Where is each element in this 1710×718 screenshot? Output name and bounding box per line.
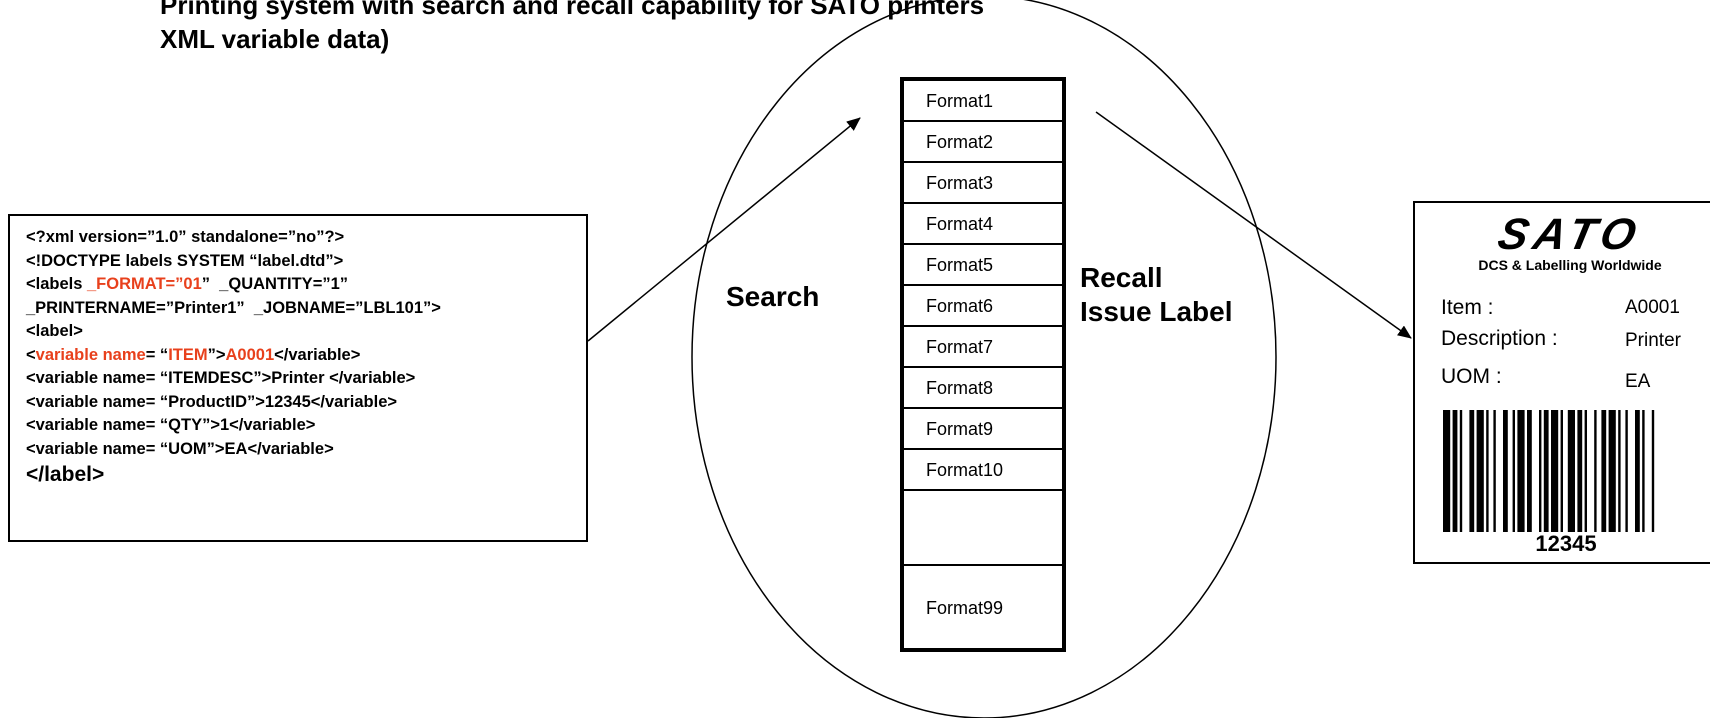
xml-text: _PRINTERNAME=”Printer1” _JOBNAME=”LBL101… [26,298,441,317]
barcode-bar [1560,410,1563,532]
barcode-bar [1493,410,1496,532]
barcode-bar [1543,410,1549,532]
xml-text: </variable> [274,345,361,364]
logo-tagline: DCS & Labelling Worldwide [1478,257,1662,273]
diagram-title-line-2: XML variable data) [160,24,390,54]
xml-data-box: <?xml version=”1.0” standalone=”no”?> <!D… [8,214,588,542]
uom-label: UOM : [1441,365,1502,388]
sato-logo: SATO [1493,210,1647,259]
item-label: Item : [1441,296,1494,319]
format-slot: Format6 [904,286,1062,327]
diagram-title: Printing system with search and recall c… [160,0,984,56]
barcode-bar [1651,410,1655,532]
xml-line: <?xml version=”1.0” standalone=”no”?> [26,226,586,250]
xml-highlight-text: ITEM [168,345,208,364]
xml-text: <!DOCTYPE labels SYSTEM “label.dtd”> [26,251,344,270]
barcode-bar [1625,410,1628,532]
format-slot: Format2 [904,122,1062,163]
barcode-bar [1601,410,1607,532]
xml-line: <!DOCTYPE labels SYSTEM “label.dtd”> [26,250,586,274]
recall-arrow [1095,111,1412,339]
barcode-bar [1512,410,1515,532]
format-slot: Format3 [904,163,1062,204]
xml-highlight-text: A0001 [225,345,275,364]
format-store-ellipse [691,0,1277,718]
xml-text: <?xml version=”1.0” standalone=”no”?> [26,228,345,246]
xml-text: </label> [26,463,105,486]
xml-text: <variable name= “UOM”>EA</variable> [26,439,334,458]
xml-line: <variable name= “ProductID”>12345</varia… [26,391,586,415]
format-slot: Format7 [904,327,1062,368]
barcode-bar [1539,410,1542,532]
barcode-bar [1459,410,1463,532]
xml-line: <variable name= “ITEMDESC”>Printer </var… [26,367,586,391]
xml-text: = “ [145,345,169,364]
barcode [1443,410,1655,532]
format-slot: Format8 [904,368,1062,409]
xml-text: <label> [26,322,83,340]
xml-text: ”> [207,345,226,364]
format-slot [904,491,1062,566]
xml-highlight-text: variable name [35,345,146,364]
barcode-bar [1517,410,1525,532]
barcode-bar [1476,410,1484,532]
printed-label: SATO DCS & Labelling Worldwide Item : A0… [1413,201,1710,564]
xml-line: _PRINTERNAME=”Printer1” _JOBNAME=”LBL101… [26,297,586,321]
search-arrow [587,117,861,342]
recall-label-line-2: Issue Label [1080,296,1233,327]
barcode-bar [1608,410,1616,532]
item-value: A0001 [1625,297,1680,318]
barcode-bar [1486,410,1489,532]
barcode-bar [1584,410,1587,532]
xml-line: <label> [26,320,586,344]
xml-line: </label> [26,461,586,489]
barcode-bar [1635,410,1640,532]
barcode-bar [1469,410,1475,532]
uom-value: EA [1625,371,1651,392]
diagram-title-line-1: Printing system with search and recall c… [160,0,985,20]
xml-line: <labels _FORMAT=”01” _QUANTITY=”1” [26,273,586,297]
xml-text: <labels [26,275,87,293]
search-label: Search [726,281,820,312]
description-label: Description : [1441,327,1558,350]
format-slot: Format1 [904,81,1062,122]
xml-text: <variable name= “ITEMDESC”>Printer </var… [26,369,416,387]
xml-text: ” _QUANTITY=”1” [201,275,349,293]
description-value: Printer [1625,330,1681,351]
xml-line: <variable name= “QTY”>1</variable> [26,414,586,438]
format-slot: Format99 [926,598,1004,618]
barcode-bar [1642,410,1645,532]
xml-text: <variable name= “ProductID”>12345</varia… [26,392,398,411]
barcode-bar [1594,410,1597,532]
barcode-number: 12345 [1535,531,1597,556]
format-slot: Format5 [904,245,1062,286]
barcode-bar [1577,410,1583,532]
xml-line: <variable name= “ITEM”>A0001</variable> [26,344,586,368]
barcode-bar [1443,410,1451,532]
barcode-bar [1503,410,1508,532]
format-slot: Format10 [904,450,1062,491]
xml-highlight-text: _FORMAT=”01 [87,275,202,293]
format-slot: Format9 [904,409,1062,450]
xml-line: <variable name= “UOM”>EA</variable> [26,438,586,462]
xml-text: <variable name= “QTY”>1</variable> [26,416,316,434]
recall-label: Recall Issue Label [1080,261,1233,329]
barcode-bar [1567,410,1575,532]
barcode-bar [1452,410,1458,532]
barcode-bar [1618,410,1621,532]
xml-text: < [26,345,36,364]
barcode-bar [1527,410,1532,532]
barcode-bar [1551,410,1559,532]
format-slot: Format4 [904,204,1062,245]
recall-label-line-1: Recall [1080,262,1163,293]
